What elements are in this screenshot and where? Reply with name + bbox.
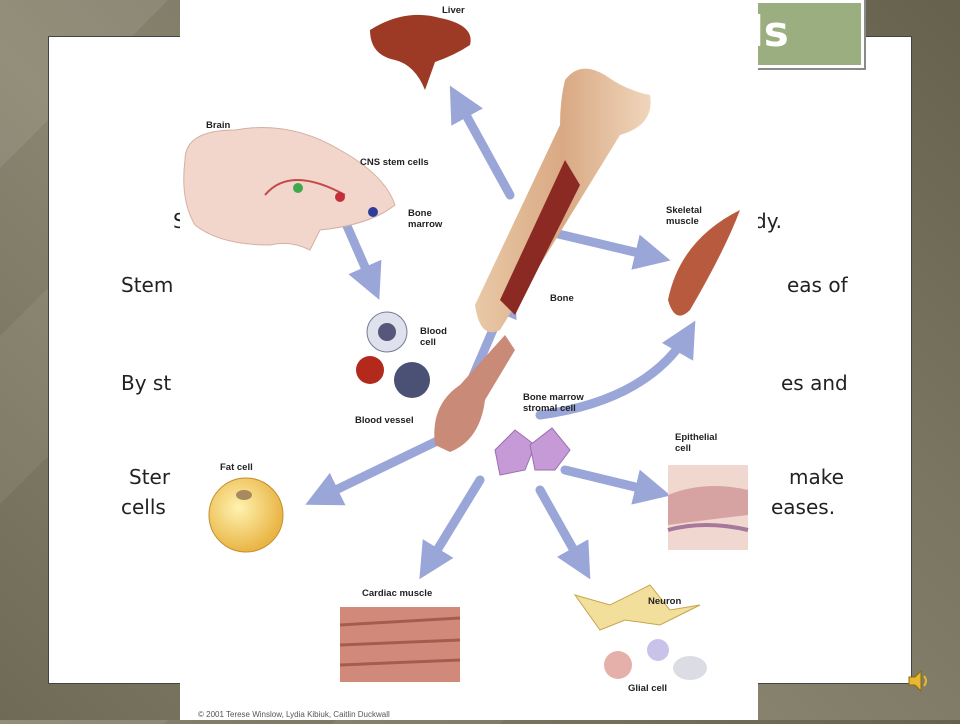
body-fragment-4-right: make (789, 465, 844, 489)
epithelial-tissue (667, 465, 749, 550)
bone-shape (475, 68, 651, 333)
label-blood-cell: Blood cell (420, 326, 447, 348)
label-glial-cell: Glial cell (628, 683, 668, 694)
body-fragment-2-left: Stem (121, 273, 174, 297)
body-fragment-5-left: cells (121, 495, 166, 519)
label-cns-stem-cells: CNS stem cells (360, 157, 429, 168)
arrow-to-liver (449, 85, 515, 200)
label-fat-cell: Fat cell (220, 462, 253, 473)
label-stromal-cell: Bone marrow stromal cell (523, 392, 584, 414)
label-brain: Brain (206, 120, 231, 131)
neurons (573, 584, 707, 680)
stromal-cells (494, 427, 571, 476)
arrow-to-neuron (535, 485, 591, 580)
arrow-to-epithelial (560, 465, 671, 505)
body-fragment-3-right: es and (781, 371, 848, 395)
arrow-to-muscle-from-stromal (535, 320, 696, 420)
speaker-icon (908, 669, 927, 693)
diagram-illustration (183, 14, 749, 682)
body-fragment-5-right: eases. (771, 495, 836, 519)
body-fragment-2-right: eas of (787, 273, 848, 297)
body-fragment-1-right: dy. (754, 209, 783, 233)
label-cardiac-muscle: Cardiac muscle (362, 588, 433, 599)
speaker-button[interactable] (906, 668, 932, 694)
label-epithelial-cell: Epithelial cell (675, 432, 718, 454)
label-blood-vessel: Blood vessel (355, 415, 414, 426)
blood-vessel-shape (434, 335, 515, 452)
brain-shape (183, 127, 396, 251)
label-skeletal-muscle: Skeletal muscle (666, 205, 702, 227)
arrow-to-cardiac (419, 475, 485, 580)
label-neuron: Neuron (648, 596, 682, 607)
body-fragment-4-left: Ster (129, 465, 171, 489)
arrow-to-skeletal-muscle (545, 227, 671, 270)
liver-shape (370, 14, 471, 90)
skeletal-muscle-shape (668, 210, 740, 316)
stem-cell-diagram: Liver Brain CNS stem cells Bone marrow B… (180, 0, 758, 720)
fat-cell-shape (208, 477, 284, 553)
blood-cells (356, 311, 430, 398)
body-fragment-3-left: By st (121, 371, 172, 395)
cardiac-muscle-tissue (339, 607, 461, 682)
label-bone-marrow: Bone marrow (408, 208, 443, 230)
label-liver: Liver (442, 5, 465, 16)
label-bone: Bone (550, 293, 574, 304)
copyright-text: © 2001 Terese Winslow, Lydia Kibiuk, Cai… (198, 710, 390, 719)
